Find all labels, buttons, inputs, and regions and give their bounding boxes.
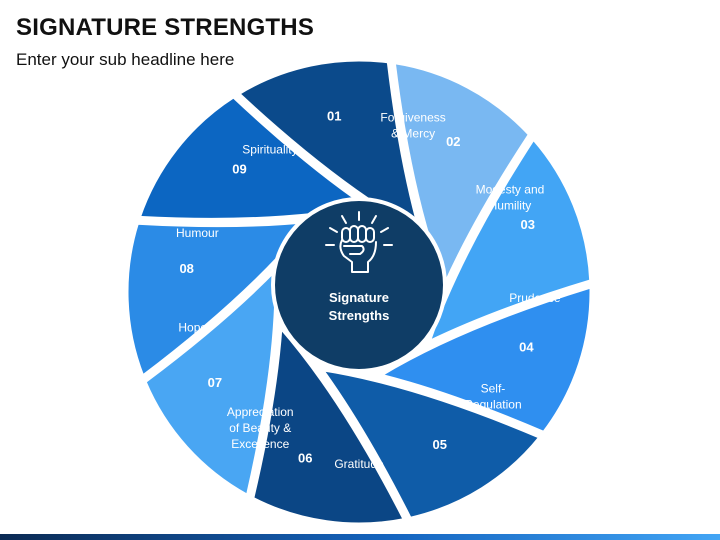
segment-label-09: Spirituality: [242, 143, 297, 157]
wheel-segment-04: [318, 367, 543, 521]
segment-label-line: Prudence: [509, 291, 561, 305]
segment-label-line: Humour: [176, 226, 219, 240]
segment-label-line: of Beauty &: [229, 421, 291, 435]
segment-number-04: 04: [519, 339, 534, 354]
segment-label-line: Self-: [481, 382, 506, 396]
segment-number-06: 06: [298, 450, 312, 465]
segment-label-line: Forgiveness: [380, 111, 445, 125]
wheel-segment-02: [426, 136, 593, 345]
segment-number-08: 08: [179, 261, 193, 276]
segment-number-03: 03: [521, 217, 535, 232]
center-title-line1: Signature: [329, 290, 389, 305]
segment-label-07: Hope: [178, 320, 207, 334]
center-circle: [271, 197, 447, 373]
wheel-segment-06: [143, 265, 278, 498]
segment-label-06: Appreciation of Beauty & Excellence: [227, 405, 294, 451]
segment-label-line: Regulation: [464, 398, 521, 412]
segment-number-07: 07: [208, 375, 222, 390]
raised-fist-icon: [325, 211, 393, 273]
wheel-segment-01: [392, 60, 532, 289]
segment-label-line: Humility: [489, 199, 532, 213]
wheel-segment-09: [236, 58, 423, 235]
segment-number-09: 09: [232, 161, 246, 176]
segment-label-04: Self- Regulation: [464, 382, 521, 412]
segment-label-line: Hope: [178, 320, 207, 334]
segment-label-05: Gratitude: [334, 457, 384, 471]
segment-label-line: Modesty and: [476, 183, 545, 197]
segment-number-05: 05: [433, 437, 447, 452]
wheel-segment-03: [377, 284, 593, 435]
segment-label-08: Humour: [176, 226, 219, 240]
segment-label-03: Prudence: [509, 291, 561, 305]
wheel-segment-07: [125, 219, 314, 379]
wheel-segment-08: [137, 94, 371, 221]
segment-number-02: 02: [446, 134, 460, 149]
segment-label-line: Excellence: [231, 437, 289, 451]
segment-number-01: 01: [327, 109, 341, 124]
center-hub: Signature Strengths: [271, 197, 447, 373]
page-title: SIGNATURE STRENGTHS: [16, 14, 315, 41]
segment-label-line: Spirituality: [242, 143, 297, 157]
wheel-segments: [125, 58, 593, 526]
segment-label-line: Appreciation: [227, 405, 294, 419]
page-subtitle: Enter your sub headline here: [16, 50, 235, 69]
wheel-segment-05: [251, 324, 407, 526]
center-title-line2: Strengths: [329, 308, 390, 323]
segment-label-line: & Mercy: [391, 127, 435, 141]
segment-label-line: Gratitude: [334, 457, 384, 471]
segment-label-01: Forgiveness & Mercy: [380, 111, 445, 141]
bottom-accent-bar: [0, 534, 720, 540]
